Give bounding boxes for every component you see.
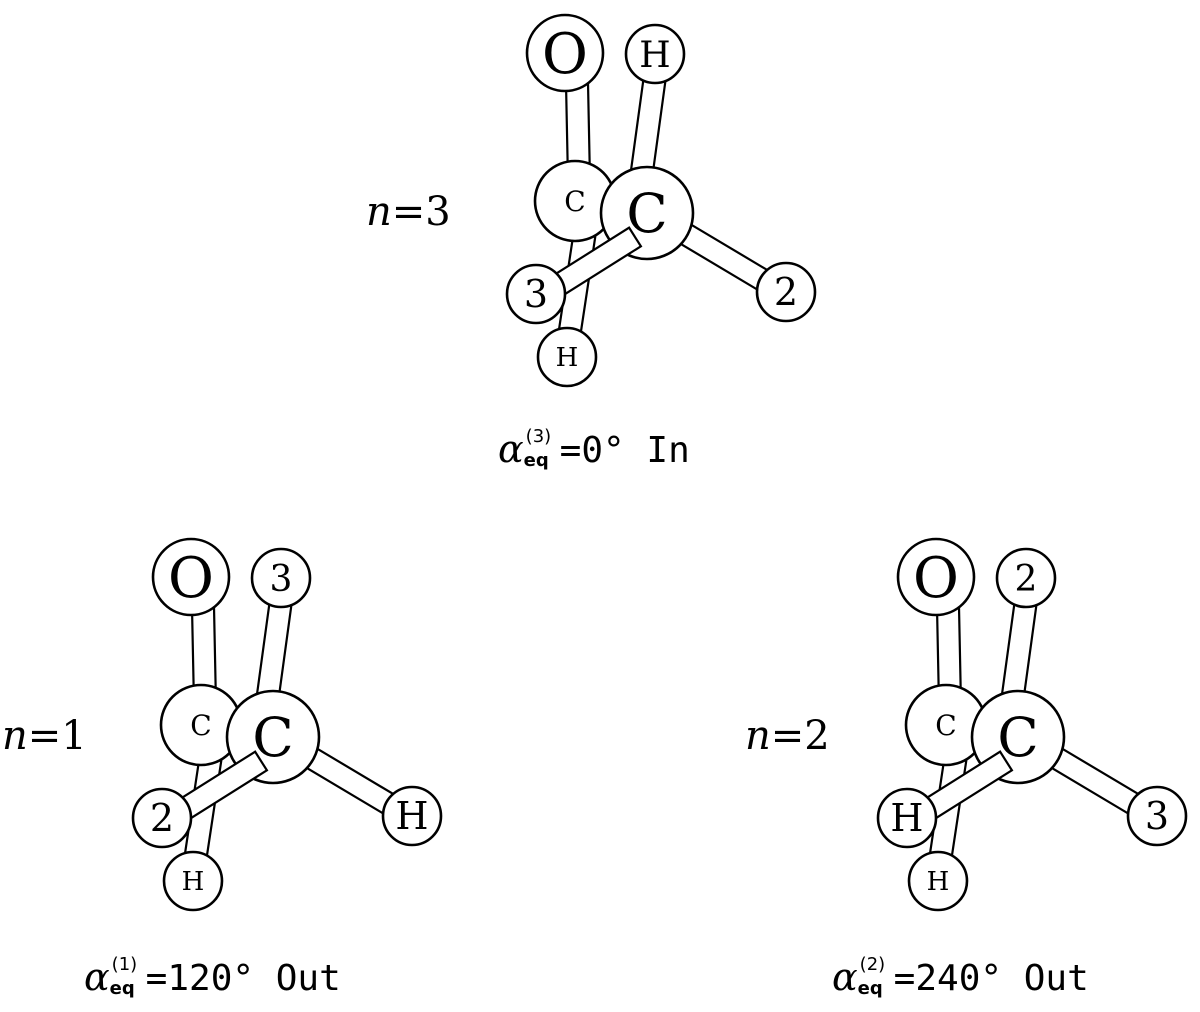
- atom-o-label: O: [168, 546, 214, 611]
- alpha-value: =120°: [145, 958, 255, 999]
- atom-o-label: O: [913, 546, 959, 611]
- atom-h-bottom-label: H: [556, 343, 579, 373]
- n-value: =1: [27, 713, 87, 759]
- alpha-superscript: (2): [859, 954, 886, 975]
- alpha-state: In: [646, 430, 690, 471]
- atom-h-bottom-label: H: [182, 867, 205, 897]
- atom-h-bottom: [536, 326, 598, 388]
- atom-top-label: 2: [1015, 559, 1038, 600]
- atom-h-bottom: [162, 850, 224, 912]
- alpha-superscript: (1): [111, 954, 138, 975]
- atom-top: [624, 23, 686, 85]
- atom-top: [995, 547, 1057, 609]
- atom-c-back-label: C: [190, 709, 211, 742]
- alpha-value: =240°: [893, 958, 1003, 999]
- alpha-indices: (1) eq: [109, 954, 144, 1002]
- atom-right: [1126, 785, 1188, 847]
- atom-top-label: H: [639, 35, 670, 76]
- atom-right: [381, 785, 443, 847]
- alpha-state: Out: [275, 958, 341, 999]
- alpha-subscript: eq: [109, 978, 135, 999]
- alpha-symbol: α: [498, 427, 524, 471]
- atom-right-label: 3: [1145, 794, 1169, 838]
- atom-left-label: 2: [150, 796, 174, 840]
- n-label-1: n=1: [2, 716, 87, 756]
- atom-left-label: H: [890, 796, 923, 840]
- atom-top-label: 3: [270, 559, 293, 600]
- alpha-value: =0°: [559, 430, 625, 471]
- atom-o-label: O: [542, 22, 588, 87]
- alpha-subscript: eq: [523, 450, 549, 471]
- n-value: =3: [391, 189, 451, 235]
- atom-right: [755, 261, 817, 323]
- atom-right-label: 2: [774, 270, 798, 314]
- n-label-3: n=3: [366, 192, 451, 232]
- alpha-label-1: α(1) eq =120° Out: [84, 954, 341, 1002]
- atom-left: [876, 787, 938, 849]
- alpha-indices: (2) eq: [857, 954, 892, 1002]
- atom-left: [131, 787, 193, 849]
- alpha-superscript: (3): [525, 426, 552, 447]
- atom-h-bottom-label: H: [927, 867, 950, 897]
- atom-left: [505, 263, 567, 325]
- alpha-label-3: α(3) eq =0° In: [498, 426, 690, 474]
- n-label-2: n=2: [745, 716, 830, 756]
- atom-o: [525, 13, 605, 93]
- atom-right-label: H: [395, 794, 428, 838]
- atom-left-label: 3: [524, 272, 548, 316]
- alpha-label-2: α(2) eq =240° Out: [832, 954, 1089, 1002]
- atom-h-bottom: [907, 850, 969, 912]
- alpha-indices: (3) eq: [523, 426, 558, 474]
- n-var: n: [2, 713, 28, 759]
- alpha-subscript: eq: [857, 978, 883, 999]
- n-var: n: [366, 189, 392, 235]
- atom-c-back-label: C: [935, 709, 956, 742]
- atom-c-back-label: C: [564, 185, 585, 218]
- alpha-symbol: α: [832, 955, 858, 999]
- atom-top: [250, 547, 312, 609]
- n-value: =2: [770, 713, 830, 759]
- alpha-symbol: α: [84, 955, 110, 999]
- atom-o: [151, 537, 231, 617]
- alpha-state: Out: [1023, 958, 1089, 999]
- atom-o: [896, 537, 976, 617]
- n-var: n: [745, 713, 771, 759]
